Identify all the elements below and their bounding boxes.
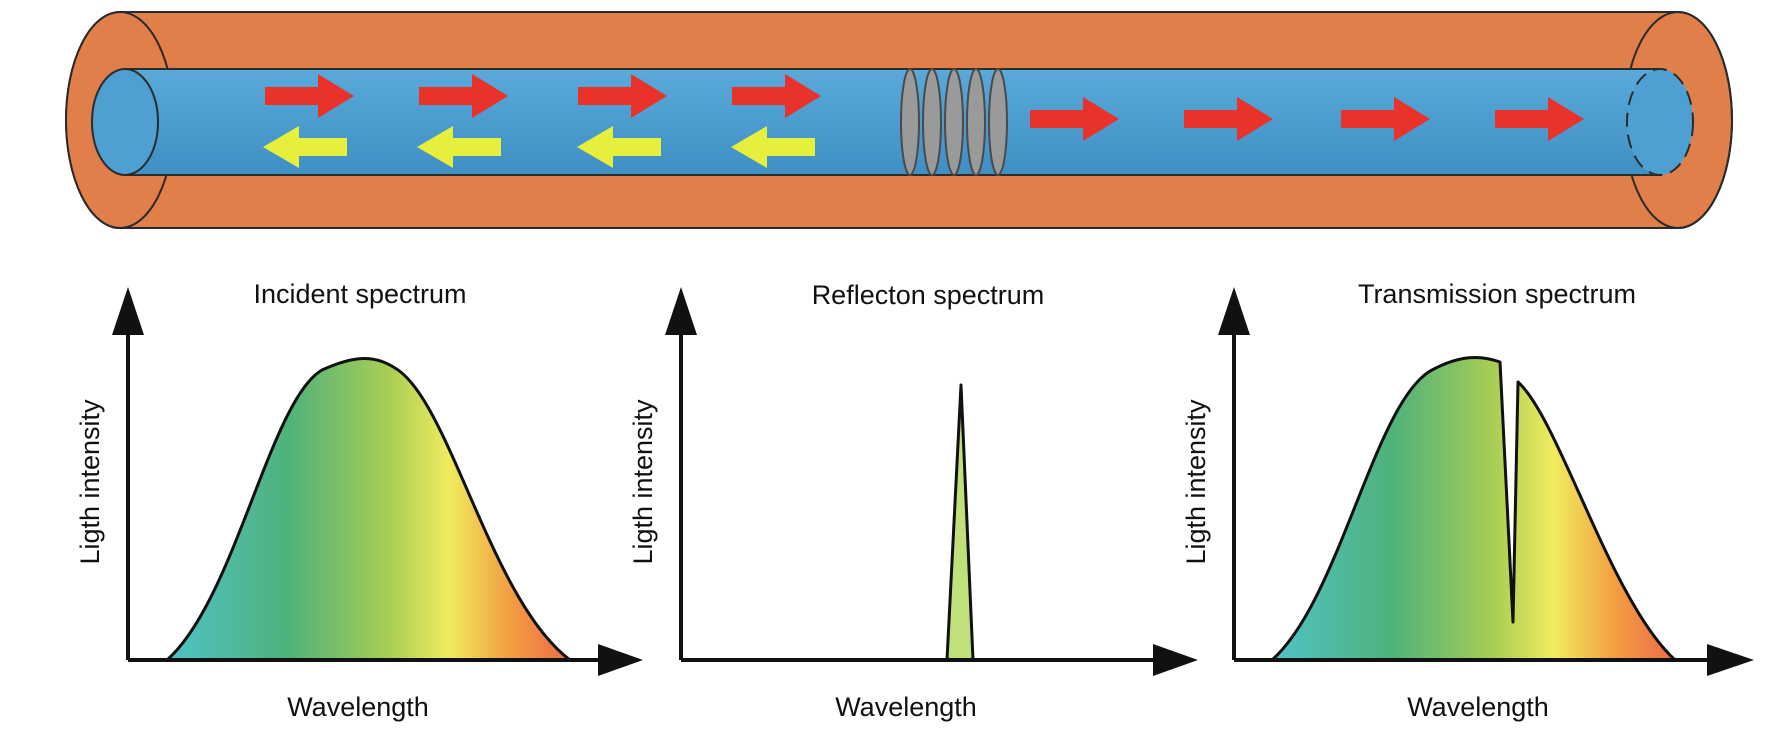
panel-title: Reflecton spectrum [812,280,1045,310]
transmission-spectrum-panel: Transmission spectrum Ligth intensity Wa… [1181,279,1754,722]
transmission-axes [1218,287,1754,676]
arrow-left-icon [577,126,661,168]
grating-ring [922,68,942,176]
x-axis-arrowhead [1707,644,1754,676]
arrow-right-icon [732,74,821,118]
grating-ring [944,68,964,176]
forward-arrows-incident [265,74,821,118]
y-axis-label: Ligth intensity [628,399,658,565]
grating-ring [966,68,986,176]
incident-axes [112,287,643,676]
y-axis-label: Ligth intensity [75,399,105,565]
fiber-core [125,69,1660,175]
y-axis-arrowhead [665,287,697,335]
arrow-right-icon [419,74,508,118]
forward-arrows-transmitted [1030,97,1584,141]
incident-spectrum-curve [163,357,575,662]
arrow-right-icon [578,74,667,118]
x-axis-label: Wavelength [287,692,429,722]
x-axis-label: Wavelength [835,692,977,722]
arrow-right-icon [1184,97,1273,141]
core-left-face [91,68,159,176]
core-right-end [1626,68,1694,176]
arrow-left-icon [417,126,501,168]
incident-spectrum-panel: Incident spectrum Ligth intensity Wavele… [75,279,643,722]
x-axis-arrowhead [1153,644,1198,676]
x-axis-arrowhead [598,644,643,676]
y-axis-arrowhead [1218,287,1250,335]
reflection-axes [665,287,1198,676]
y-axis-label: Ligth intensity [1181,399,1211,565]
y-axis-arrowhead [112,287,144,335]
x-axis-label: Wavelength [1407,692,1549,722]
bragg-grating [900,68,1008,176]
arrow-right-icon [1030,97,1119,141]
reflection-spectrum-panel: Reflecton spectrum Ligth intensity Wavel… [628,280,1198,722]
arrow-right-icon [265,74,354,118]
grating-ring [988,68,1008,176]
arrow-right-icon [1495,97,1584,141]
grating-ring [900,68,920,176]
arrow-left-icon [263,126,347,168]
arrow-right-icon [1341,97,1430,141]
panel-title: Transmission spectrum [1358,279,1636,309]
backward-arrows-reflected [263,126,815,168]
transmission-spectrum-curve [1270,356,1677,662]
optical-fiber [65,11,1733,229]
panel-title: Incident spectrum [253,279,466,309]
reflection-peak [945,383,975,662]
arrow-left-icon [731,126,815,168]
